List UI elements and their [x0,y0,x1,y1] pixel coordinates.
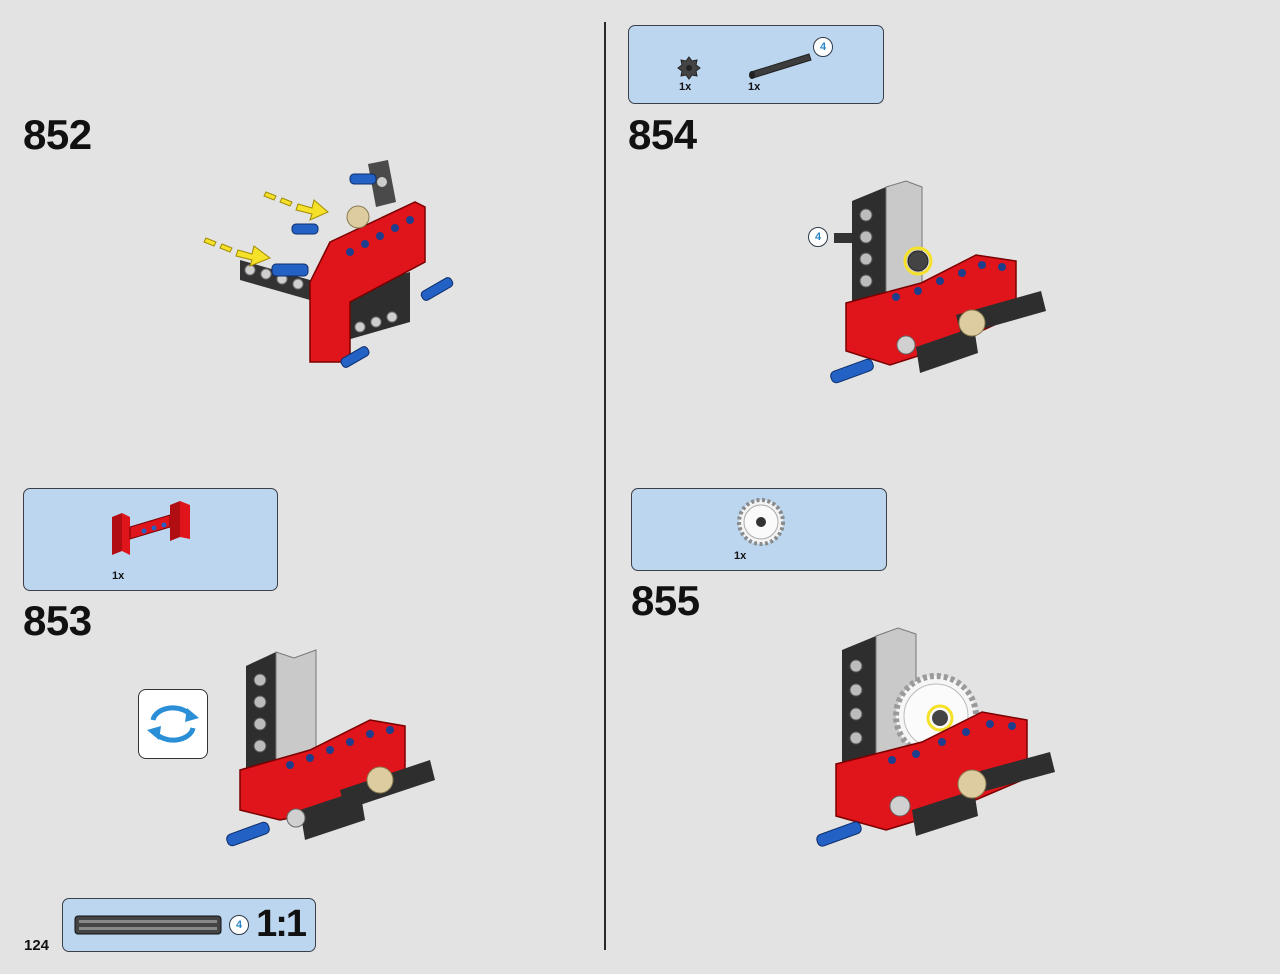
part-qty: 1x [112,570,125,582]
step-853-number: 853 [23,597,92,644]
red-beam-frame-icon [112,501,190,555]
part-qty: 1x [679,81,692,93]
page-number: 124 [24,937,50,954]
axle-4-icon [749,53,812,79]
step-854-parts-box: 1x 4 1x [628,25,884,104]
step-854-model [830,180,1046,384]
part-qty: 1x [734,550,747,562]
white-gear-24-icon [737,498,785,546]
axle-length-badge: 4 [813,37,833,57]
step-855-parts-box: 1x [631,488,887,571]
step-855-number: 855 [631,577,700,624]
axle-1to1-icon [74,915,222,935]
scale-length-badge: 4 [229,915,249,935]
step-852-model [203,160,454,368]
page-divider [604,22,606,950]
small-gear-icon [677,56,701,80]
scale-ratio: 1:1 [256,903,307,945]
step-855-model [816,627,1055,847]
step-853-model [226,649,435,847]
rotate-model-button[interactable] [138,689,208,759]
step-852-number: 852 [23,111,92,158]
rotate-model-icon [147,705,199,743]
scale-check-box: 4 1:1 [62,898,316,952]
axle-callout-badge: 4 [808,227,828,247]
step-854-number: 854 [628,111,697,158]
part-qty: 1x [748,81,761,93]
step-853-parts-box: 1x [23,488,278,591]
